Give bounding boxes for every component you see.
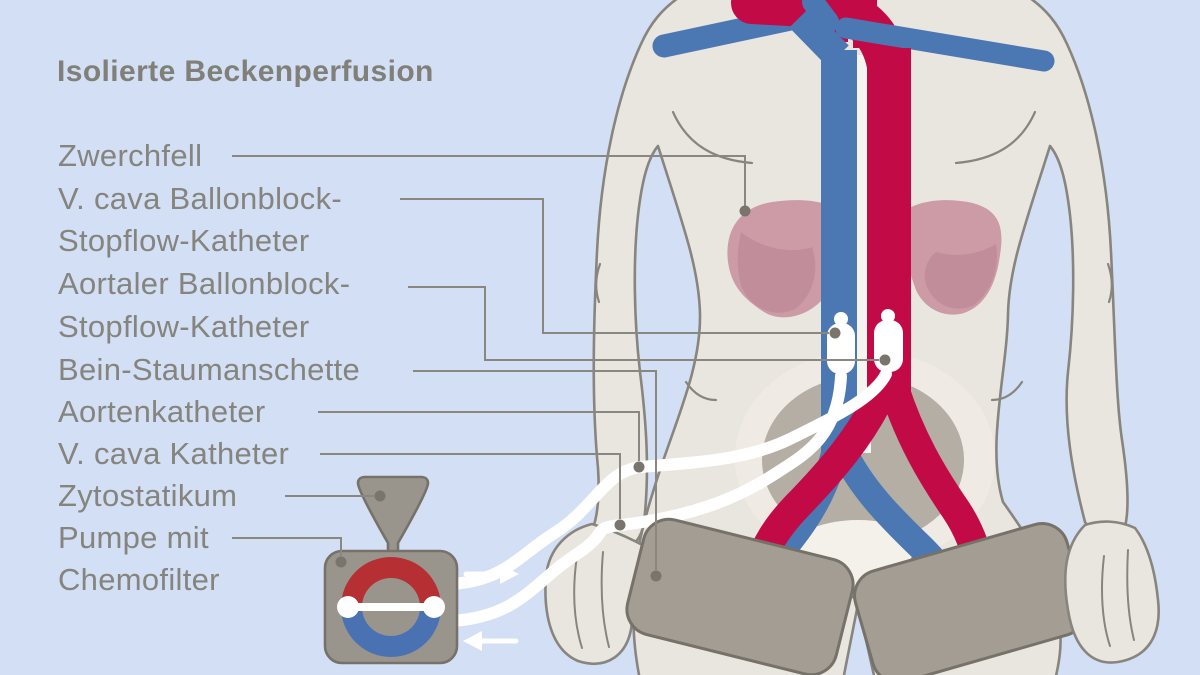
leg-cuff-left <box>625 517 855 675</box>
label-v-cava-katheter: V. cava Katheter <box>58 436 290 471</box>
leader-line-bein-staumanschette <box>413 370 657 570</box>
dot-bein-staumanschette <box>650 570 662 582</box>
label-chemofilter: Chemofilter <box>58 562 220 597</box>
label-v-cava-ballonblock-1: V. cava Ballonblock- <box>58 181 343 216</box>
label-aortaler-ballonblock-1: Aortaler Ballonblock- <box>58 266 351 301</box>
body-contour-lines <box>595 110 1113 402</box>
flow-arrow-in-icon <box>463 631 519 651</box>
label-bein-staumanschette: Bein-Staumanschette <box>58 352 361 387</box>
leader-line-zwerchfell <box>232 155 746 206</box>
page-title: Isolierte Beckenperfusion <box>57 55 434 88</box>
dot-zwerchfell <box>739 205 751 217</box>
leader-lines <box>232 155 879 570</box>
leader-dots <box>335 205 891 582</box>
dot-v-cava-katheter <box>614 519 626 531</box>
label-pumpe-mit: Pumpe mit <box>58 520 209 555</box>
label-zwerchfell: Zwerchfell <box>58 138 203 173</box>
dot-pumpe <box>335 556 347 568</box>
leader-line-pumpe <box>232 537 342 556</box>
leader-line-v-cava-ballonblock <box>400 198 829 334</box>
dot-aortenkatheter <box>633 461 645 473</box>
leader-line-aortenkatheter <box>318 411 640 461</box>
leader-line-aortaler-ballonblock <box>408 286 879 361</box>
vessel-gap-strip <box>853 55 871 453</box>
label-aortenkatheter: Aortenkatheter <box>58 394 266 429</box>
dot-zytostatikum <box>374 490 386 502</box>
dot-aortaler-ballonblock <box>879 354 891 366</box>
dot-v-cava-ballonblock <box>829 327 841 339</box>
flow-arrow-out-icon <box>463 564 519 584</box>
diaphragm-shape <box>727 200 1002 318</box>
label-zytostatikum: Zytostatikum <box>58 478 238 513</box>
label-aortaler-ballonblock-2: Stopflow-Katheter <box>58 309 310 344</box>
label-v-cava-ballonblock-2: Stopflow-Katheter <box>58 223 310 258</box>
pump-rotor <box>337 557 445 657</box>
leader-line-v-cava-katheter <box>320 453 621 519</box>
right-hand <box>1063 520 1160 664</box>
